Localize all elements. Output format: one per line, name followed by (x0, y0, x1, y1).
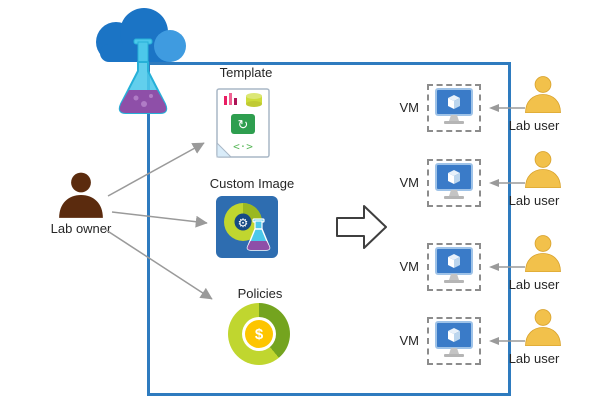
vm-label: VM (399, 333, 420, 348)
vm-monitor-icon (435, 321, 473, 357)
flask-icon (118, 38, 168, 114)
vm-dashed-box (427, 84, 481, 132)
lab-owner-icon (59, 172, 103, 218)
dollar-symbol: $ (245, 320, 273, 348)
vm-label: VM (399, 175, 420, 190)
template-icon: ↻ <·> (216, 88, 270, 158)
lab-boundary-box (147, 62, 511, 396)
lab-user-label: Lab user (508, 193, 560, 208)
lab-user-icon (525, 309, 561, 346)
devtest-labs-logo (86, 2, 190, 122)
donut-hole: $ (242, 317, 276, 351)
vm-label: VM (399, 100, 420, 115)
lab-user-icon (525, 76, 561, 113)
lab-user-icon (525, 151, 561, 188)
vm-monitor-icon (435, 247, 473, 283)
policies-donut-icon: $ (228, 303, 290, 365)
flow-arrow-icon (336, 205, 387, 249)
policies-label: Policies (237, 286, 283, 301)
template-label: Template (219, 65, 273, 80)
arrow-user-to-vm (489, 263, 525, 271)
vm-dashed-box (427, 159, 481, 207)
svg-text:⚙: ⚙ (238, 216, 249, 230)
svg-text:<·>: <·> (233, 140, 253, 153)
lab-user-label: Lab user (508, 118, 560, 133)
vm-label: VM (399, 259, 420, 274)
arrow-user-to-vm (489, 179, 525, 187)
custom-image-icon: ⚙ (216, 196, 278, 258)
vm-monitor-icon (435, 163, 473, 199)
vm-row: VM Lab user (391, 74, 597, 148)
vm-dashed-box (427, 243, 481, 291)
lab-user-label: Lab user (508, 351, 560, 366)
custom-image-label: Custom Image (209, 176, 295, 191)
custom-image-flask-icon (246, 218, 271, 251)
vm-row: VM Lab user (391, 233, 597, 307)
vm-row: VM Lab user (391, 149, 597, 223)
svg-text:↻: ↻ (238, 117, 249, 132)
lab-owner-label: Lab owner (50, 221, 112, 236)
arrow-user-to-vm (489, 104, 525, 112)
cloud-icon (96, 8, 186, 62)
arrow-user-to-vm (489, 337, 525, 345)
vm-dashed-box (427, 317, 481, 365)
lab-owner: Lab owner (26, 172, 136, 236)
lab-user-label: Lab user (508, 277, 560, 292)
vm-monitor-icon (435, 88, 473, 124)
lab-user-icon (525, 235, 561, 272)
vm-row: VM Lab user (391, 307, 597, 381)
